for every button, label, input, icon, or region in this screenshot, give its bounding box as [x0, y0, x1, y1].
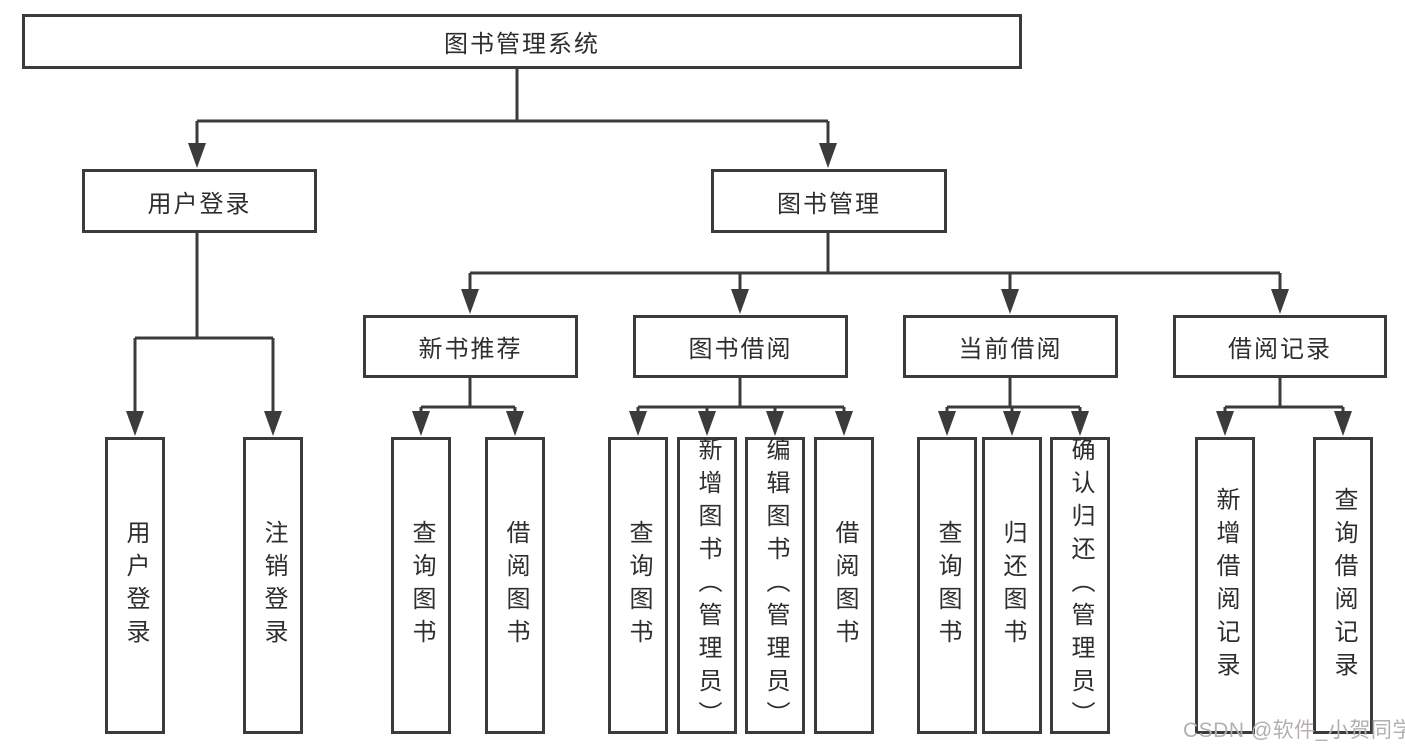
leaf-edit-book-admin-label: 编辑图书（管理员） — [762, 437, 789, 734]
node-new-book-recommendation-label: 新书推荐 — [418, 336, 523, 363]
node-new-book-recommendation: 新书推荐 — [363, 315, 578, 378]
leaf-edit-book-admin: 编辑图书（管理员） — [745, 437, 805, 734]
node-root: 图书管理系统 — [22, 14, 1022, 69]
leaf-add-book-admin-label: 新增图书（管理员） — [694, 437, 721, 734]
leaf-query-books-current: 查询图书 — [917, 437, 977, 734]
leaf-query-books-recommend: 查询图书 — [391, 437, 451, 734]
node-current-borrowing: 当前借阅 — [903, 315, 1118, 378]
leaf-borrow-books-recommend-label: 借阅图书 — [502, 519, 529, 652]
leaf-user-login: 用户登录 — [105, 437, 165, 734]
leaf-query-books-recommend-label: 查询图书 — [408, 519, 435, 652]
leaf-query-borrow-record-label: 查询借阅记录 — [1330, 486, 1357, 685]
node-book-management: 图书管理 — [711, 169, 947, 233]
arrowheads — [126, 143, 1352, 436]
leaf-add-borrow-record-label: 新增借阅记录 — [1212, 486, 1239, 685]
node-borrowing-records: 借阅记录 — [1173, 315, 1387, 378]
leaf-borrow-books-borrowing-label: 借阅图书 — [831, 519, 858, 652]
leaf-add-book-admin: 新增图书（管理员） — [677, 437, 737, 734]
node-current-borrowing-label: 当前借阅 — [958, 336, 1063, 363]
leaf-return-book-label: 归还图书 — [999, 519, 1026, 652]
leaf-logout: 注销登录 — [243, 437, 303, 734]
node-book-borrowing-label: 图书借阅 — [688, 336, 793, 363]
leaf-confirm-return-admin: 确认归还（管理员） — [1050, 437, 1110, 734]
node-book-management-label: 图书管理 — [777, 190, 881, 218]
leaf-query-books-current-label: 查询图书 — [934, 519, 961, 652]
leaf-confirm-return-admin-label: 确认归还（管理员） — [1067, 437, 1094, 734]
leaf-logout-label: 注销登录 — [260, 519, 287, 652]
leaf-borrow-books-recommend: 借阅图书 — [485, 437, 545, 734]
leaf-add-borrow-record: 新增借阅记录 — [1195, 437, 1255, 734]
node-root-label: 图书管理系统 — [444, 31, 600, 58]
node-book-borrowing: 图书借阅 — [633, 315, 848, 378]
leaf-query-borrow-record: 查询借阅记录 — [1313, 437, 1373, 734]
node-user-login-label: 用户登录 — [147, 190, 252, 218]
leaf-return-book: 归还图书 — [982, 437, 1042, 734]
leaf-query-books-borrowing-label: 查询图书 — [625, 519, 652, 652]
node-borrowing-records-label: 借阅记录 — [1228, 336, 1332, 363]
csdn-watermark: CSDN @软件_小贺同学 — [1183, 719, 1405, 742]
leaf-query-books-borrowing: 查询图书 — [608, 437, 668, 734]
leaf-user-login-label: 用户登录 — [122, 519, 149, 652]
leaf-borrow-books-borrowing: 借阅图书 — [814, 437, 874, 734]
node-user-login: 用户登录 — [82, 169, 317, 233]
